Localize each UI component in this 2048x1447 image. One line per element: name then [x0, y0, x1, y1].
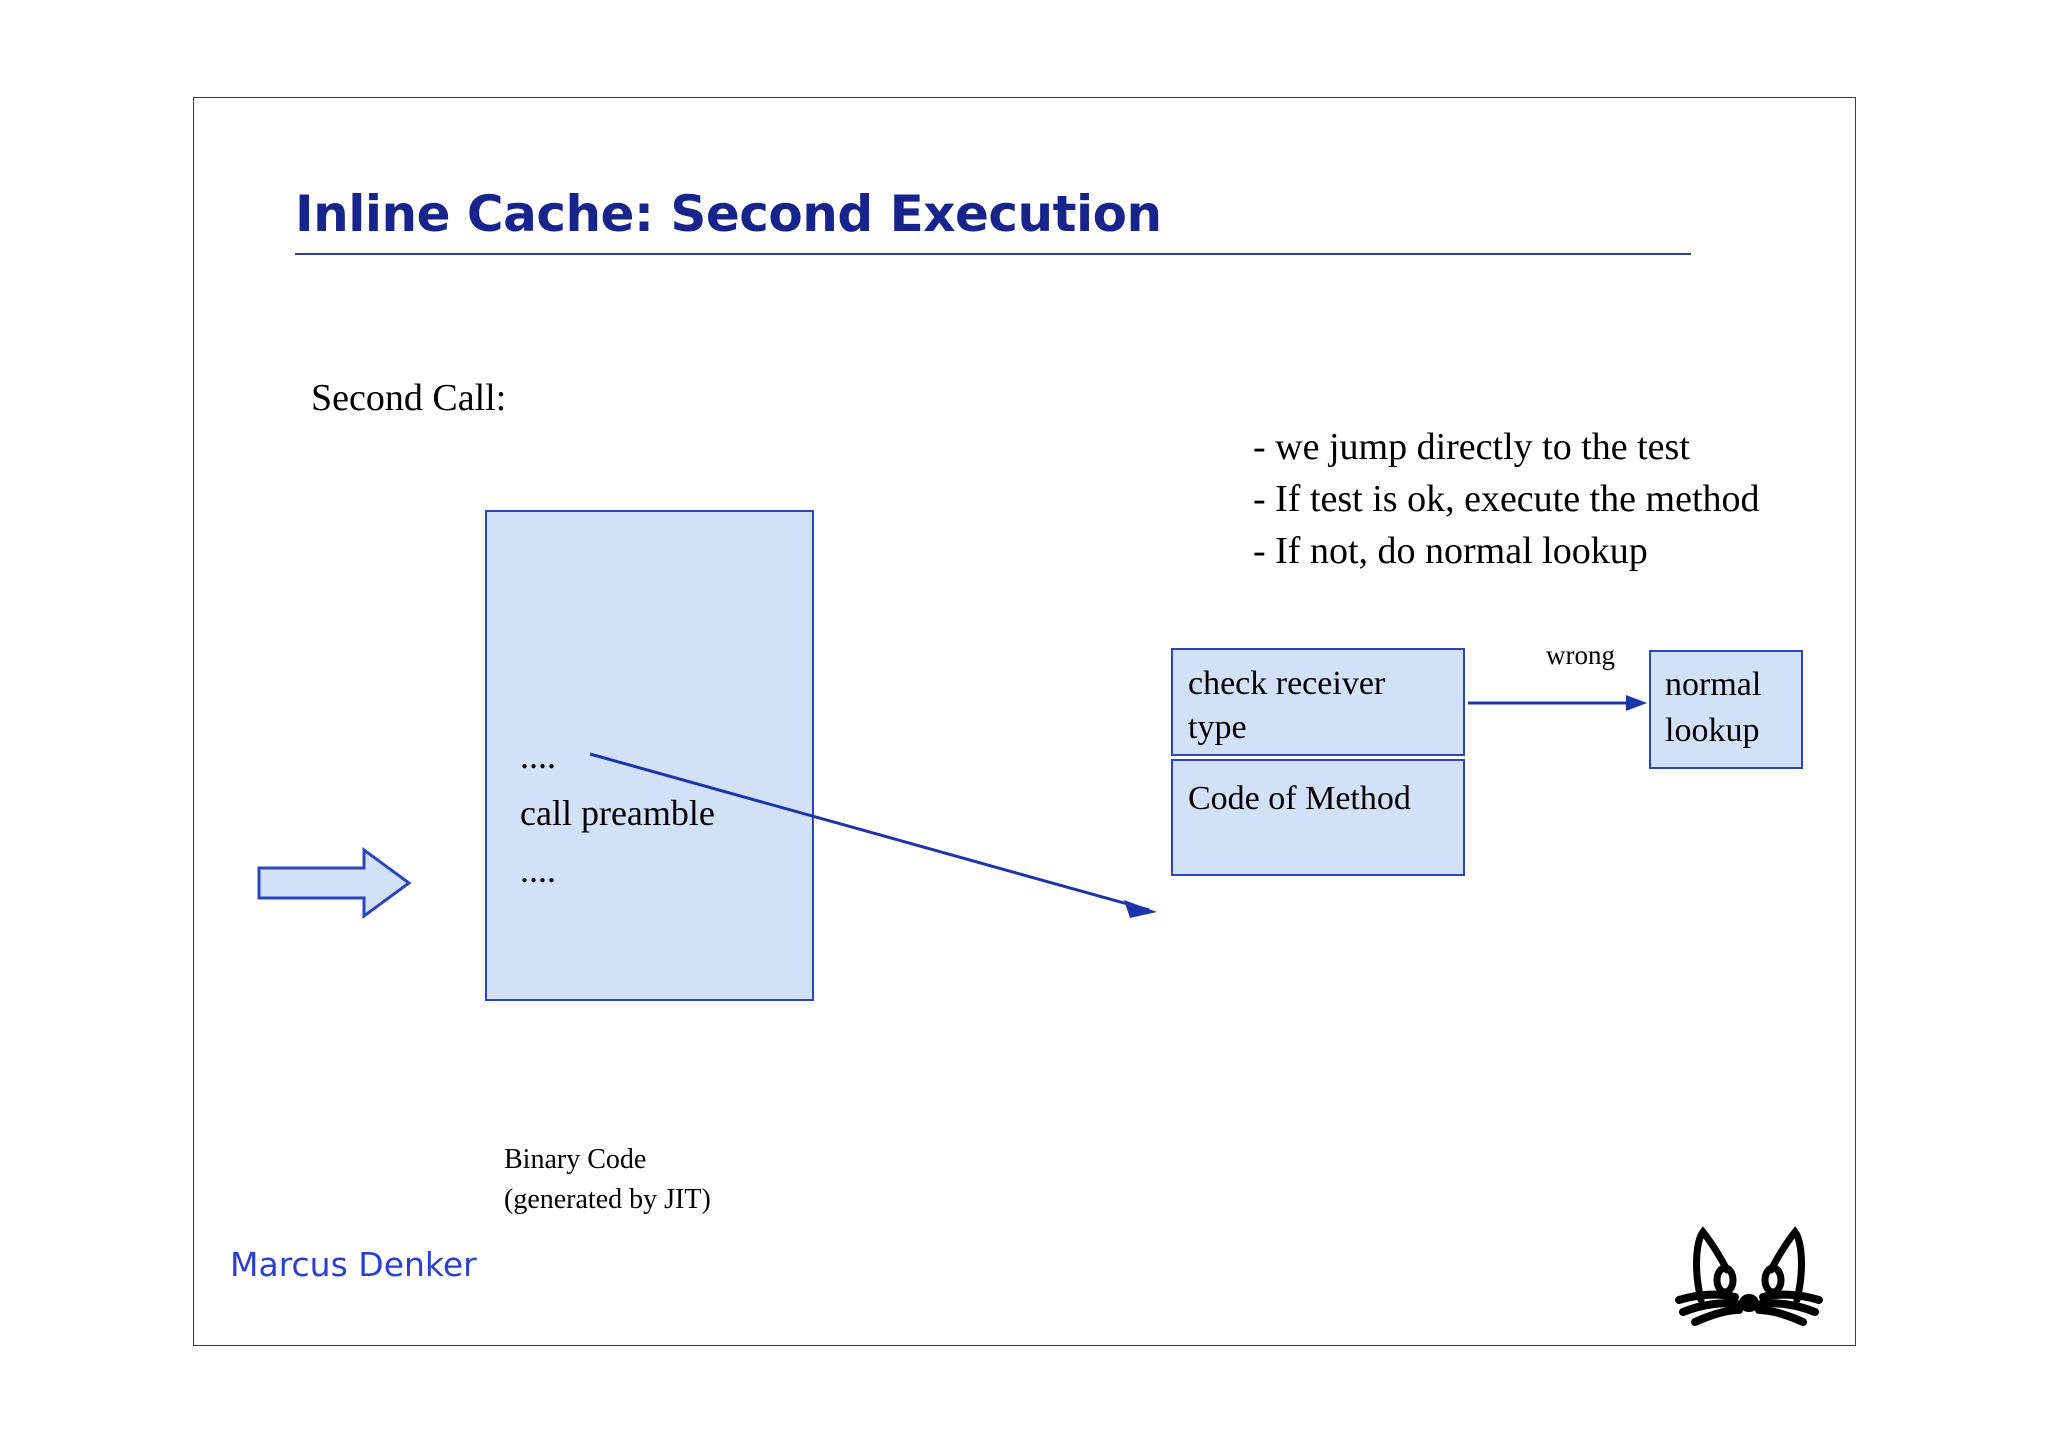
- code-of-method-text: Code of Method: [1188, 780, 1411, 817]
- code-box-text: .... call preamble ....: [520, 728, 715, 899]
- title-underline-rule: [295, 252, 1691, 255]
- entry-block-arrow-icon: [257, 847, 412, 919]
- binary-code-caption: Binary Code (generated by JIT): [504, 1140, 711, 1220]
- normal-lookup-text: normal lookup: [1665, 662, 1761, 754]
- check-line-1: check receiver: [1188, 665, 1386, 702]
- wrong-branch-arrow-icon: [1468, 695, 1647, 711]
- title-block: Inline Cache: Second Execution: [295, 188, 1695, 255]
- code-line-3: ....: [520, 850, 556, 890]
- binary-code-box: .... call preamble ....: [485, 510, 814, 1001]
- check-line-2: type: [1188, 709, 1247, 746]
- wrong-edge-label: wrong: [1546, 640, 1615, 670]
- caption-line-2: (generated by JIT): [504, 1184, 711, 1215]
- code-line-2: call preamble: [520, 793, 715, 833]
- code-line-1: ....: [520, 736, 556, 776]
- section-label-second-call: Second Call:: [311, 377, 507, 419]
- cat-face-logo-icon: [1675, 1226, 1823, 1326]
- lookup-line-1: normal: [1665, 666, 1762, 703]
- check-receiver-text: check receiver type: [1188, 662, 1385, 750]
- normal-lookup-box: normal lookup: [1649, 650, 1803, 769]
- page-title: Inline Cache: Second Execution: [295, 185, 1162, 243]
- bullet-item-1: - we jump directly to the test: [1253, 426, 1690, 468]
- bullet-item-2: - If test is ok, execute the method: [1253, 478, 1760, 520]
- caption-line-1: Binary Code: [504, 1144, 647, 1175]
- check-receiver-type-box: check receiver type: [1171, 648, 1465, 756]
- slide-frame: Inline Cache: Second Execution Second Ca…: [193, 97, 1856, 1346]
- bullet-list: - we jump directly to the test - If test…: [1253, 421, 1873, 577]
- bullet-item-3: - If not, do normal lookup: [1253, 530, 1648, 572]
- code-of-method-box: Code of Method: [1171, 759, 1465, 876]
- lookup-line-2: lookup: [1665, 712, 1760, 749]
- diagram-vector-layer: [257, 695, 1647, 919]
- author-name: Marcus Denker: [230, 1245, 477, 1284]
